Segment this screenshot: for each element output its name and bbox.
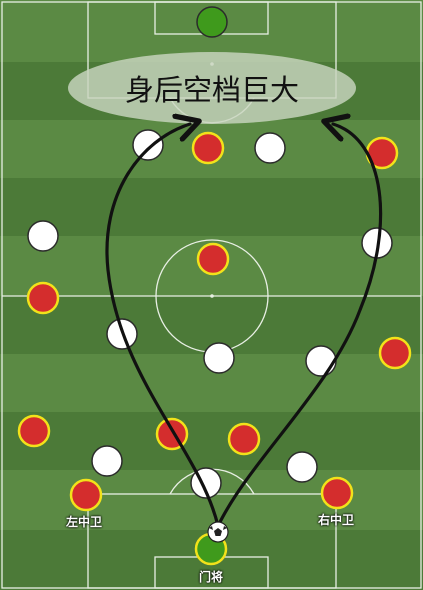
pitch-stripe <box>0 178 423 236</box>
label-goalkeeper: 门将 <box>199 570 224 584</box>
ball-icon <box>207 521 229 543</box>
callout-ellipse <box>68 52 356 124</box>
red-player <box>320 476 354 510</box>
white-player <box>27 220 59 252</box>
red-player <box>191 131 225 165</box>
pitch-stripe <box>0 412 423 470</box>
run-arrow-right <box>216 124 383 528</box>
red-player <box>196 242 230 276</box>
red-player <box>227 422 261 456</box>
white-player <box>254 132 286 164</box>
white-player <box>286 451 318 483</box>
center-spot <box>210 294 214 298</box>
white-player <box>91 445 123 477</box>
pass-arrows <box>105 124 383 528</box>
white-player <box>305 345 337 377</box>
label-right-center-back: 右中卫 <box>318 513 355 527</box>
callout-text: 身后空档巨大 <box>124 73 299 107</box>
red-player <box>378 336 412 370</box>
white-goalkeeper <box>196 6 228 38</box>
white-player <box>203 342 235 374</box>
run-arrow-left <box>105 124 220 528</box>
label-left-center-back: 左中卫 <box>66 515 103 529</box>
white-player <box>132 129 164 161</box>
red-player <box>17 414 51 448</box>
red-player <box>26 281 60 315</box>
red-player <box>69 478 103 512</box>
